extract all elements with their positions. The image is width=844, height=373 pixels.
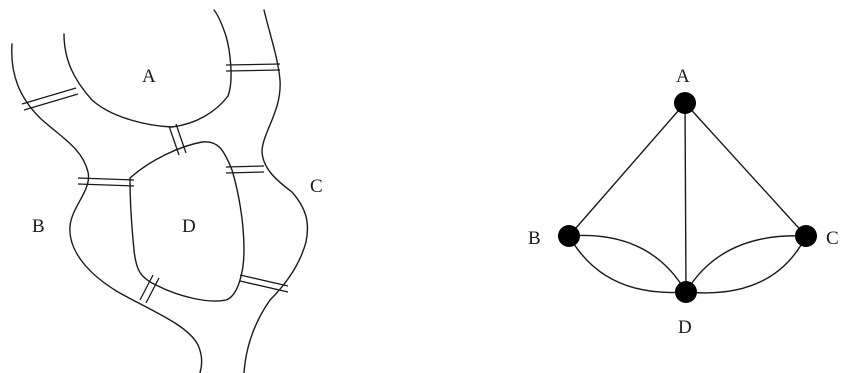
island-d xyxy=(129,141,245,302)
node-c xyxy=(795,225,817,247)
node-label-c: C xyxy=(826,228,839,249)
bridge-b-d-lower xyxy=(139,274,160,304)
edge-c-d-2 xyxy=(685,235,807,294)
region-a-right-bank xyxy=(171,9,232,128)
region-label-b: B xyxy=(32,216,45,237)
edge-a-d xyxy=(684,102,687,293)
node-label-b: B xyxy=(528,228,541,249)
graph: A B C D xyxy=(528,66,839,338)
bridge-b-d xyxy=(77,177,135,187)
edge-b-d-2 xyxy=(568,235,687,294)
bridge-c-d-lower xyxy=(239,274,289,293)
region-label-d: D xyxy=(182,216,196,237)
edge-a-c xyxy=(684,102,807,237)
edge-b-d-1 xyxy=(568,234,687,293)
river-bank-left-outer xyxy=(11,43,203,373)
edge-a-b xyxy=(568,102,686,237)
region-label-c: C xyxy=(310,176,323,197)
river-map: A B C D xyxy=(11,9,323,373)
node-a xyxy=(674,92,696,114)
bridge-a-d xyxy=(168,123,187,156)
edge-c-d-1 xyxy=(685,235,807,293)
river-bank-left-inner xyxy=(63,33,173,128)
bridge-a-c xyxy=(225,63,281,72)
node-label-d: D xyxy=(678,317,692,338)
bridge-a-b xyxy=(21,87,79,111)
node-d xyxy=(675,281,697,303)
bridge-c-d xyxy=(225,165,265,174)
region-label-a: A xyxy=(142,66,156,87)
node-label-a: A xyxy=(676,66,690,87)
river-bank-right-outer xyxy=(243,9,309,373)
node-b xyxy=(558,225,580,247)
